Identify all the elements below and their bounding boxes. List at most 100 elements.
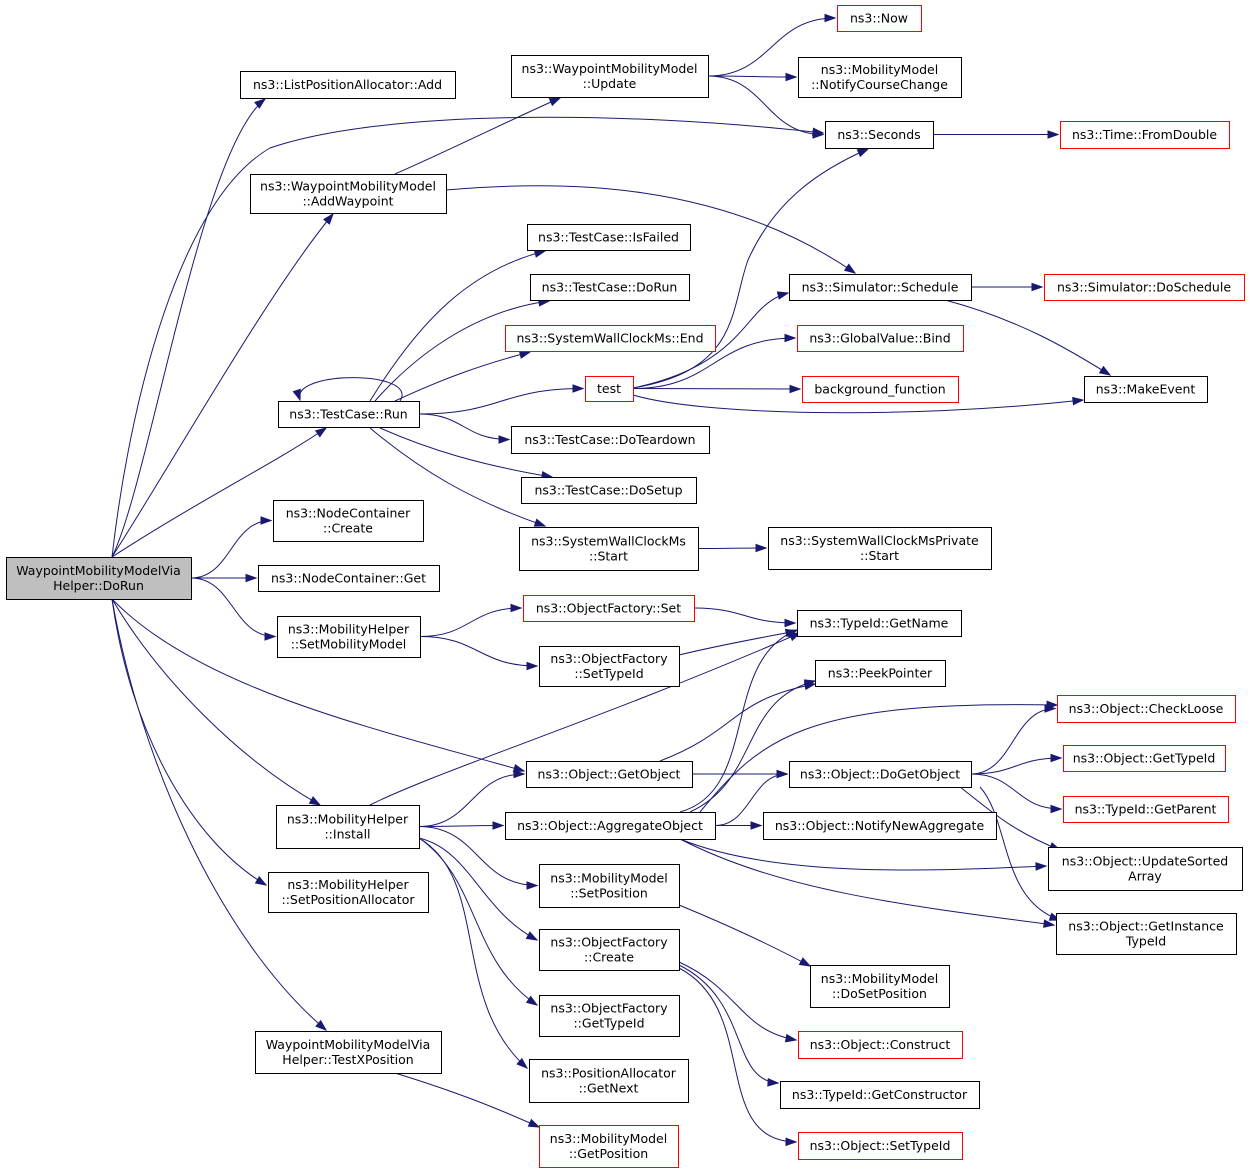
node-tc-dorun[interactable]: ns3::TestCase::DoRun: [530, 274, 690, 301]
node-test[interactable]: test: [585, 376, 634, 402]
node-box: [1044, 274, 1245, 301]
node-label: background_function: [814, 382, 945, 397]
node-box: [505, 325, 716, 352]
node-box: [250, 174, 447, 214]
node-label: ns3::NodeContainer: [286, 506, 411, 521]
node-tid-getconstructor[interactable]: ns3::TypeId::GetConstructor: [780, 1081, 980, 1109]
node-box: [505, 812, 716, 840]
node-swc-start[interactable]: ns3::SystemWallClockMs::Start: [519, 527, 699, 571]
node-obj-checkloose[interactable]: ns3::Object::CheckLoose: [1057, 695, 1236, 723]
node-mm-dosetposition[interactable]: ns3::MobilityModel::DoSetPosition: [810, 965, 950, 1008]
node-pa-getnext[interactable]: ns3::PositionAllocator::GetNext: [529, 1059, 689, 1103]
node-lpa-add[interactable]: ns3::ListPositionAllocator::Add: [240, 71, 456, 99]
edge-sim_schedule-to-makeevent: [944, 299, 1112, 376]
edge-test-to-bg_fn: [632, 384, 802, 394]
node-tc-run[interactable]: ns3::TestCase::Run: [278, 401, 420, 428]
node-box: [526, 761, 693, 788]
node-fromdouble[interactable]: ns3::Time::FromDouble: [1060, 121, 1230, 149]
node-wmm-addwp[interactable]: ns3::WaypointMobilityModel::AddWaypoint: [250, 174, 447, 214]
node-label: TypeId: [1125, 934, 1166, 949]
node-box: [539, 995, 680, 1037]
node-bg-fn[interactable]: background_function: [802, 376, 959, 403]
node-of-set[interactable]: ns3::ObjectFactory::Set: [523, 595, 695, 622]
node-box: [810, 965, 950, 1008]
node-box: [797, 325, 964, 352]
node-label: ns3::Object::SetTypeId: [810, 1138, 951, 1153]
node-label: ::GetNext: [579, 1081, 639, 1096]
node-tc-setup[interactable]: ns3::TestCase::DoSetup: [521, 477, 697, 504]
node-nc-create[interactable]: ns3::NodeContainer::Create: [273, 500, 424, 542]
node-mh-setposalloc[interactable]: ns3::MobilityHelper::SetPositionAllocato…: [268, 872, 429, 913]
node-of-create[interactable]: ns3::ObjectFactory::Create: [539, 929, 680, 971]
edge-test-to-seconds: [632, 148, 870, 389]
edge-of_set-to-tid_getname: [693, 607, 797, 628]
node-box: [1063, 796, 1229, 823]
node-tid-getname[interactable]: ns3::TypeId::GetName: [797, 610, 962, 637]
call-nodes: WaypointMobilityModelViaHelper::DoRunns3…: [6, 5, 1245, 1168]
edge-seconds-to-fromdouble: [933, 130, 1060, 139]
node-swc-end[interactable]: ns3::SystemWallClockMs::End: [505, 325, 716, 352]
node-label: ::Start: [589, 549, 628, 564]
node-makeevent[interactable]: ns3::MakeEvent: [1084, 376, 1208, 403]
edge-root-to-tc_run: [111, 427, 328, 558]
node-box: [1056, 913, 1237, 955]
edge-wmm_addwp-to-sim_schedule: [445, 185, 857, 274]
node-box: [789, 274, 972, 301]
node-of-settypeid[interactable]: ns3::ObjectFactory::SetTypeId: [539, 646, 680, 687]
node-label: ns3::Simulator::DoSchedule: [1057, 280, 1231, 295]
edge-mh_setmm-to-of_settypeid: [419, 636, 539, 671]
node-swcp-start[interactable]: ns3::SystemWallClockMsPrivate::Start: [768, 527, 992, 570]
node-box: [585, 376, 634, 402]
node-mm-notify[interactable]: ns3::MobilityModel::NotifyCourseChange: [798, 57, 962, 98]
node-box: [519, 527, 699, 571]
node-mm-getposition[interactable]: ns3::MobilityModel::GetPosition: [539, 1125, 679, 1168]
node-of-gettypeid[interactable]: ns3::ObjectFactory::GetTypeId: [539, 995, 680, 1037]
node-label: ns3::MobilityModel: [821, 971, 938, 986]
node-box: [278, 401, 420, 428]
node-label: ns3::MobilityHelper: [287, 877, 409, 892]
node-wmm-testx[interactable]: WaypointMobilityModelViaHelper::TestXPos…: [255, 1031, 442, 1074]
node-label: ns3::PeekPointer: [828, 666, 933, 681]
node-obj-settypeid[interactable]: ns3::Object::SetTypeId: [798, 1132, 963, 1160]
node-obj-gettypeid[interactable]: ns3::Object::GetTypeId: [1063, 745, 1226, 772]
node-mh-install[interactable]: ns3::MobilityHelper::Install: [276, 805, 420, 849]
node-obj-dogetobject[interactable]: ns3::Object::DoGetObject: [789, 761, 972, 788]
node-label: ns3::Object::CheckLoose: [1069, 701, 1224, 716]
node-label: ns3::GlobalValue::Bind: [809, 331, 950, 346]
edge-obj_aggregate-to-obj_getinstancetid: [679, 838, 1056, 928]
call-edges: [111, 13, 1112, 1147]
edge-mh_install-to-of_create: [418, 837, 539, 941]
node-box: [277, 616, 421, 658]
node-peekpointer[interactable]: ns3::PeekPointer: [815, 660, 946, 687]
node-mh-setmm[interactable]: ns3::MobilityHelper::SetMobilityModel: [277, 616, 421, 658]
node-obj-construct[interactable]: ns3::Object::Construct: [798, 1031, 963, 1059]
node-now[interactable]: ns3::Now: [837, 5, 922, 32]
node-mm-setposition[interactable]: ns3::MobilityModel::SetPosition: [539, 864, 680, 908]
node-label: ns3::ObjectFactory: [550, 1001, 668, 1016]
node-label: ::Create: [584, 950, 634, 965]
node-box: [511, 55, 709, 98]
node-tc-isfailed[interactable]: ns3::TestCase::IsFailed: [527, 224, 691, 251]
node-wmm-update[interactable]: ns3::WaypointMobilityModel::Update: [511, 55, 709, 98]
node-gv-bind[interactable]: ns3::GlobalValue::Bind: [797, 325, 964, 352]
node-sim-schedule[interactable]: ns3::Simulator::Schedule: [789, 274, 972, 301]
node-obj-getobject[interactable]: ns3::Object::GetObject: [526, 761, 693, 788]
node-box: [797, 610, 962, 637]
node-obj-aggregate[interactable]: ns3::Object::AggregateObject: [505, 812, 716, 840]
edge-obj_aggregate-to-obj_updatesorted: [679, 838, 1048, 871]
node-label: WaypointMobilityModelVia: [16, 563, 181, 578]
node-tc-teardown[interactable]: ns3::TestCase::DoTeardown: [511, 426, 710, 454]
node-obj-notifynew[interactable]: ns3::Object::NotifyNewAggregate: [763, 812, 997, 840]
node-label: WaypointMobilityModelVia: [266, 1037, 431, 1052]
node-box: [763, 812, 997, 840]
node-sim-doschedule[interactable]: ns3::Simulator::DoSchedule: [1044, 274, 1245, 301]
node-box: [527, 224, 691, 251]
node-label: ns3::SystemWallClockMs::End: [516, 331, 703, 346]
node-seconds[interactable]: ns3::Seconds: [825, 121, 934, 149]
node-tid-getparent[interactable]: ns3::TypeId::GetParent: [1063, 796, 1229, 823]
node-label: ::SetTypeId: [574, 666, 643, 681]
edge-test-to-gv_bind: [632, 333, 797, 389]
node-nc-get[interactable]: ns3::NodeContainer::Get: [258, 565, 440, 592]
